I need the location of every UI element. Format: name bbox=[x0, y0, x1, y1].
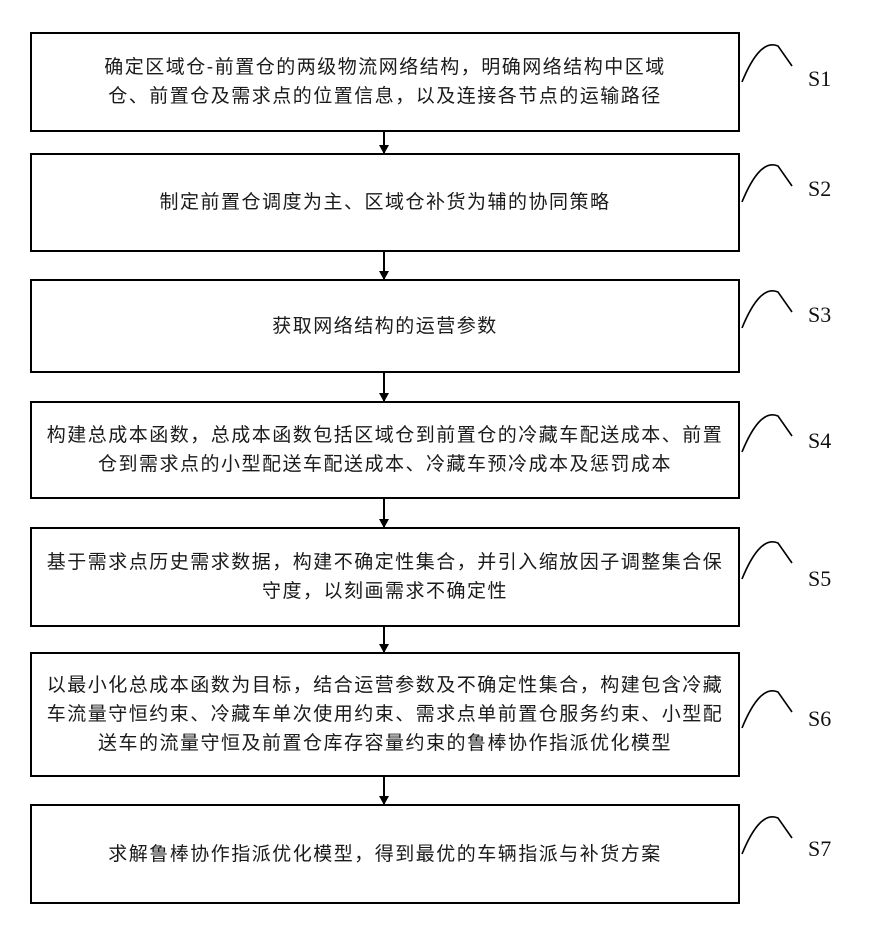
leader-curve-icon bbox=[741, 690, 793, 729]
step-box-s3: 获取网络结构的运营参数 bbox=[30, 279, 740, 373]
step-text-s3: 获取网络结构的运营参数 bbox=[272, 314, 498, 337]
step-box-s4: 构建总成本函数，总成本函数包括区域仓到前置仓的冷藏车配送成本、前置仓到需求点的小… bbox=[30, 401, 740, 499]
step-text-s5: 基于需求点历史需求数据，构建不确定性集合，并引入缩放因子调整集合保守度，以刻画需… bbox=[46, 551, 724, 602]
step-label-s2: S2 bbox=[808, 176, 832, 201]
step-text-s4: 构建总成本函数，总成本函数包括区域仓到前置仓的冷藏车配送成本、前置仓到需求点的小… bbox=[46, 424, 724, 475]
leader-curve-icon bbox=[741, 290, 793, 329]
arrow-s1-s2 bbox=[379, 132, 389, 154]
step-box-s5: 基于需求点历史需求数据，构建不确定性集合，并引入缩放因子调整集合保守度，以刻画需… bbox=[30, 527, 740, 627]
leader-curve-icon bbox=[741, 541, 793, 580]
arrow-s4-s5 bbox=[379, 499, 389, 528]
step-text-s2: 制定前置仓调度为主、区域仓补货为辅的协同策略 bbox=[159, 191, 611, 213]
leader-curve-icon bbox=[741, 414, 793, 453]
leader-curve-icon bbox=[741, 164, 793, 203]
step-box-s6: 以最小化总成本函数为目标，结合运营参数及不确定性集合，构建包含冷藏车流量守恒约束… bbox=[30, 652, 740, 777]
step-label-s6: S6 bbox=[808, 706, 832, 731]
step-box-s1: 确定区域仓-前置仓的两级物流网络结构，明确网络结构中区域仓、前置仓及需求点的位置… bbox=[30, 32, 740, 132]
arrow-s6-s7 bbox=[379, 777, 389, 805]
step-text-s6: 以最小化总成本函数为目标，结合运营参数及不确定性集合，构建包含冷藏车流量守恒约束… bbox=[46, 674, 724, 754]
step-label-s3: S3 bbox=[808, 302, 832, 327]
step-text-s7: 求解鲁棒协作指派优化模型，得到最优的车辆指派与补货方案 bbox=[108, 842, 662, 865]
step-box-s7: 求解鲁棒协作指派优化模型，得到最优的车辆指派与补货方案 bbox=[30, 804, 740, 904]
leader-curve-icon bbox=[741, 816, 793, 855]
step-label-s4: S4 bbox=[808, 428, 832, 453]
arrow-s3-s4 bbox=[379, 373, 389, 402]
arrow-s2-s3 bbox=[379, 252, 389, 280]
step-box-s2: 制定前置仓调度为主、区域仓补货为辅的协同策略 bbox=[30, 153, 740, 252]
step-label-s1: S1 bbox=[808, 66, 832, 91]
leader-curve-icon bbox=[741, 44, 793, 83]
arrow-s5-s6 bbox=[379, 627, 389, 653]
step-label-s5: S5 bbox=[808, 566, 832, 591]
step-label-s7: S7 bbox=[808, 836, 832, 861]
step-text-s1: 确定区域仓-前置仓的两级物流网络结构，明确网络结构中区域仓、前置仓及需求点的位置… bbox=[104, 56, 666, 107]
